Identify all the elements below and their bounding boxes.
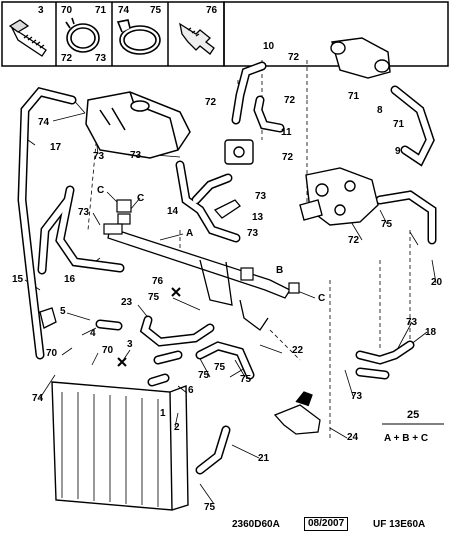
callout-b: B (276, 265, 284, 276)
worm-drive-clamp-icon (116, 19, 161, 55)
part-number-clamp-right: 71 (95, 5, 107, 16)
part-number-bolt: 76 (206, 5, 218, 16)
clips (103, 199, 300, 294)
callout-21: 21 (258, 453, 270, 464)
callout-71: 71 (393, 119, 405, 130)
callout-70: 70 (102, 345, 114, 356)
radiator (51, 381, 189, 511)
callout-73: 73 (130, 150, 142, 161)
callout-72: 72 (282, 152, 294, 163)
callout-72: 72 (205, 97, 217, 108)
callout-70: 70 (46, 348, 58, 359)
callout-11: 11 (281, 127, 292, 138)
callout-5: 5 (60, 306, 66, 317)
callout-73: 73 (247, 228, 259, 239)
callout-73: 73 (406, 317, 418, 328)
callout-75: 75 (198, 370, 210, 381)
expansion-tank (85, 91, 191, 159)
callout-c: C (97, 185, 105, 196)
bracket (213, 199, 241, 219)
hoses-inner (18, 63, 435, 473)
callout-75: 75 (381, 219, 393, 230)
legend-number: 25 (407, 409, 420, 421)
callout-17: 17 (50, 142, 62, 153)
callout-75: 75 (148, 292, 160, 303)
callout-4: 4 (90, 328, 96, 339)
callout-c: C (137, 193, 145, 204)
header-strip (1, 1, 449, 67)
part-number-worm-left: 74 (118, 5, 130, 16)
callout-74: 74 (38, 117, 50, 128)
callout-1: 1 (160, 408, 166, 419)
bolt-icon (179, 22, 215, 55)
callout-9: 9 (395, 146, 401, 157)
callout-c: C (318, 293, 326, 304)
callout-73: 73 (78, 207, 90, 218)
callout-74: 74 (32, 393, 44, 404)
callout-73: 73 (351, 391, 363, 402)
callout-72: 72 (348, 235, 360, 246)
heater-valve (330, 37, 391, 79)
callout-73: 73 (93, 151, 105, 162)
callout-75: 75 (204, 502, 216, 513)
footer-date: 08/2007 (304, 517, 349, 531)
callout-10: 10 (263, 41, 275, 52)
legend-formula: A + B + C (384, 433, 429, 444)
callout-75: 75 (240, 374, 252, 385)
markers (117, 287, 181, 367)
callout-8: 8 (377, 105, 383, 116)
callout-18: 18 (425, 327, 437, 338)
callout-a: A (186, 228, 194, 239)
callout-3: 3 (127, 339, 133, 350)
callout-6: 6 (188, 385, 194, 396)
mounting-rail (107, 227, 291, 331)
part-number-clamp-bottom-left: 72 (61, 53, 73, 64)
sensor (39, 307, 57, 329)
callout-20: 20 (431, 277, 443, 288)
callout-75: 75 (214, 362, 226, 373)
callout-22: 22 (292, 345, 304, 356)
footer-code: UF 13E60A (373, 519, 426, 530)
part-number-screw: 3 (38, 5, 44, 16)
callout-23: 23 (121, 297, 133, 308)
oil-cooler (224, 139, 254, 165)
hose-clamp-icon (65, 17, 100, 53)
callout-16: 16 (64, 274, 76, 285)
callout-13: 13 (252, 212, 264, 223)
callout-73: 73 (255, 191, 267, 202)
part-number-clamp-bottom-right: 73 (95, 53, 107, 64)
callout-71: 71 (348, 91, 360, 102)
callout-72: 72 (288, 52, 300, 63)
part-number-clamp-left: 70 (61, 5, 73, 16)
part-number-worm-right: 75 (150, 5, 162, 16)
callout-14: 14 (167, 206, 179, 217)
footer-ref: 2360D60A (232, 519, 280, 530)
thermostat-housing (299, 167, 379, 226)
screw-icon (8, 19, 47, 57)
callout-24: 24 (347, 432, 359, 443)
callout-2: 2 (174, 422, 180, 433)
callout-72: 72 (284, 95, 296, 106)
callout-76: 76 (152, 276, 164, 287)
callout-15: 15 (12, 274, 24, 285)
mounting-bracket (273, 391, 321, 435)
